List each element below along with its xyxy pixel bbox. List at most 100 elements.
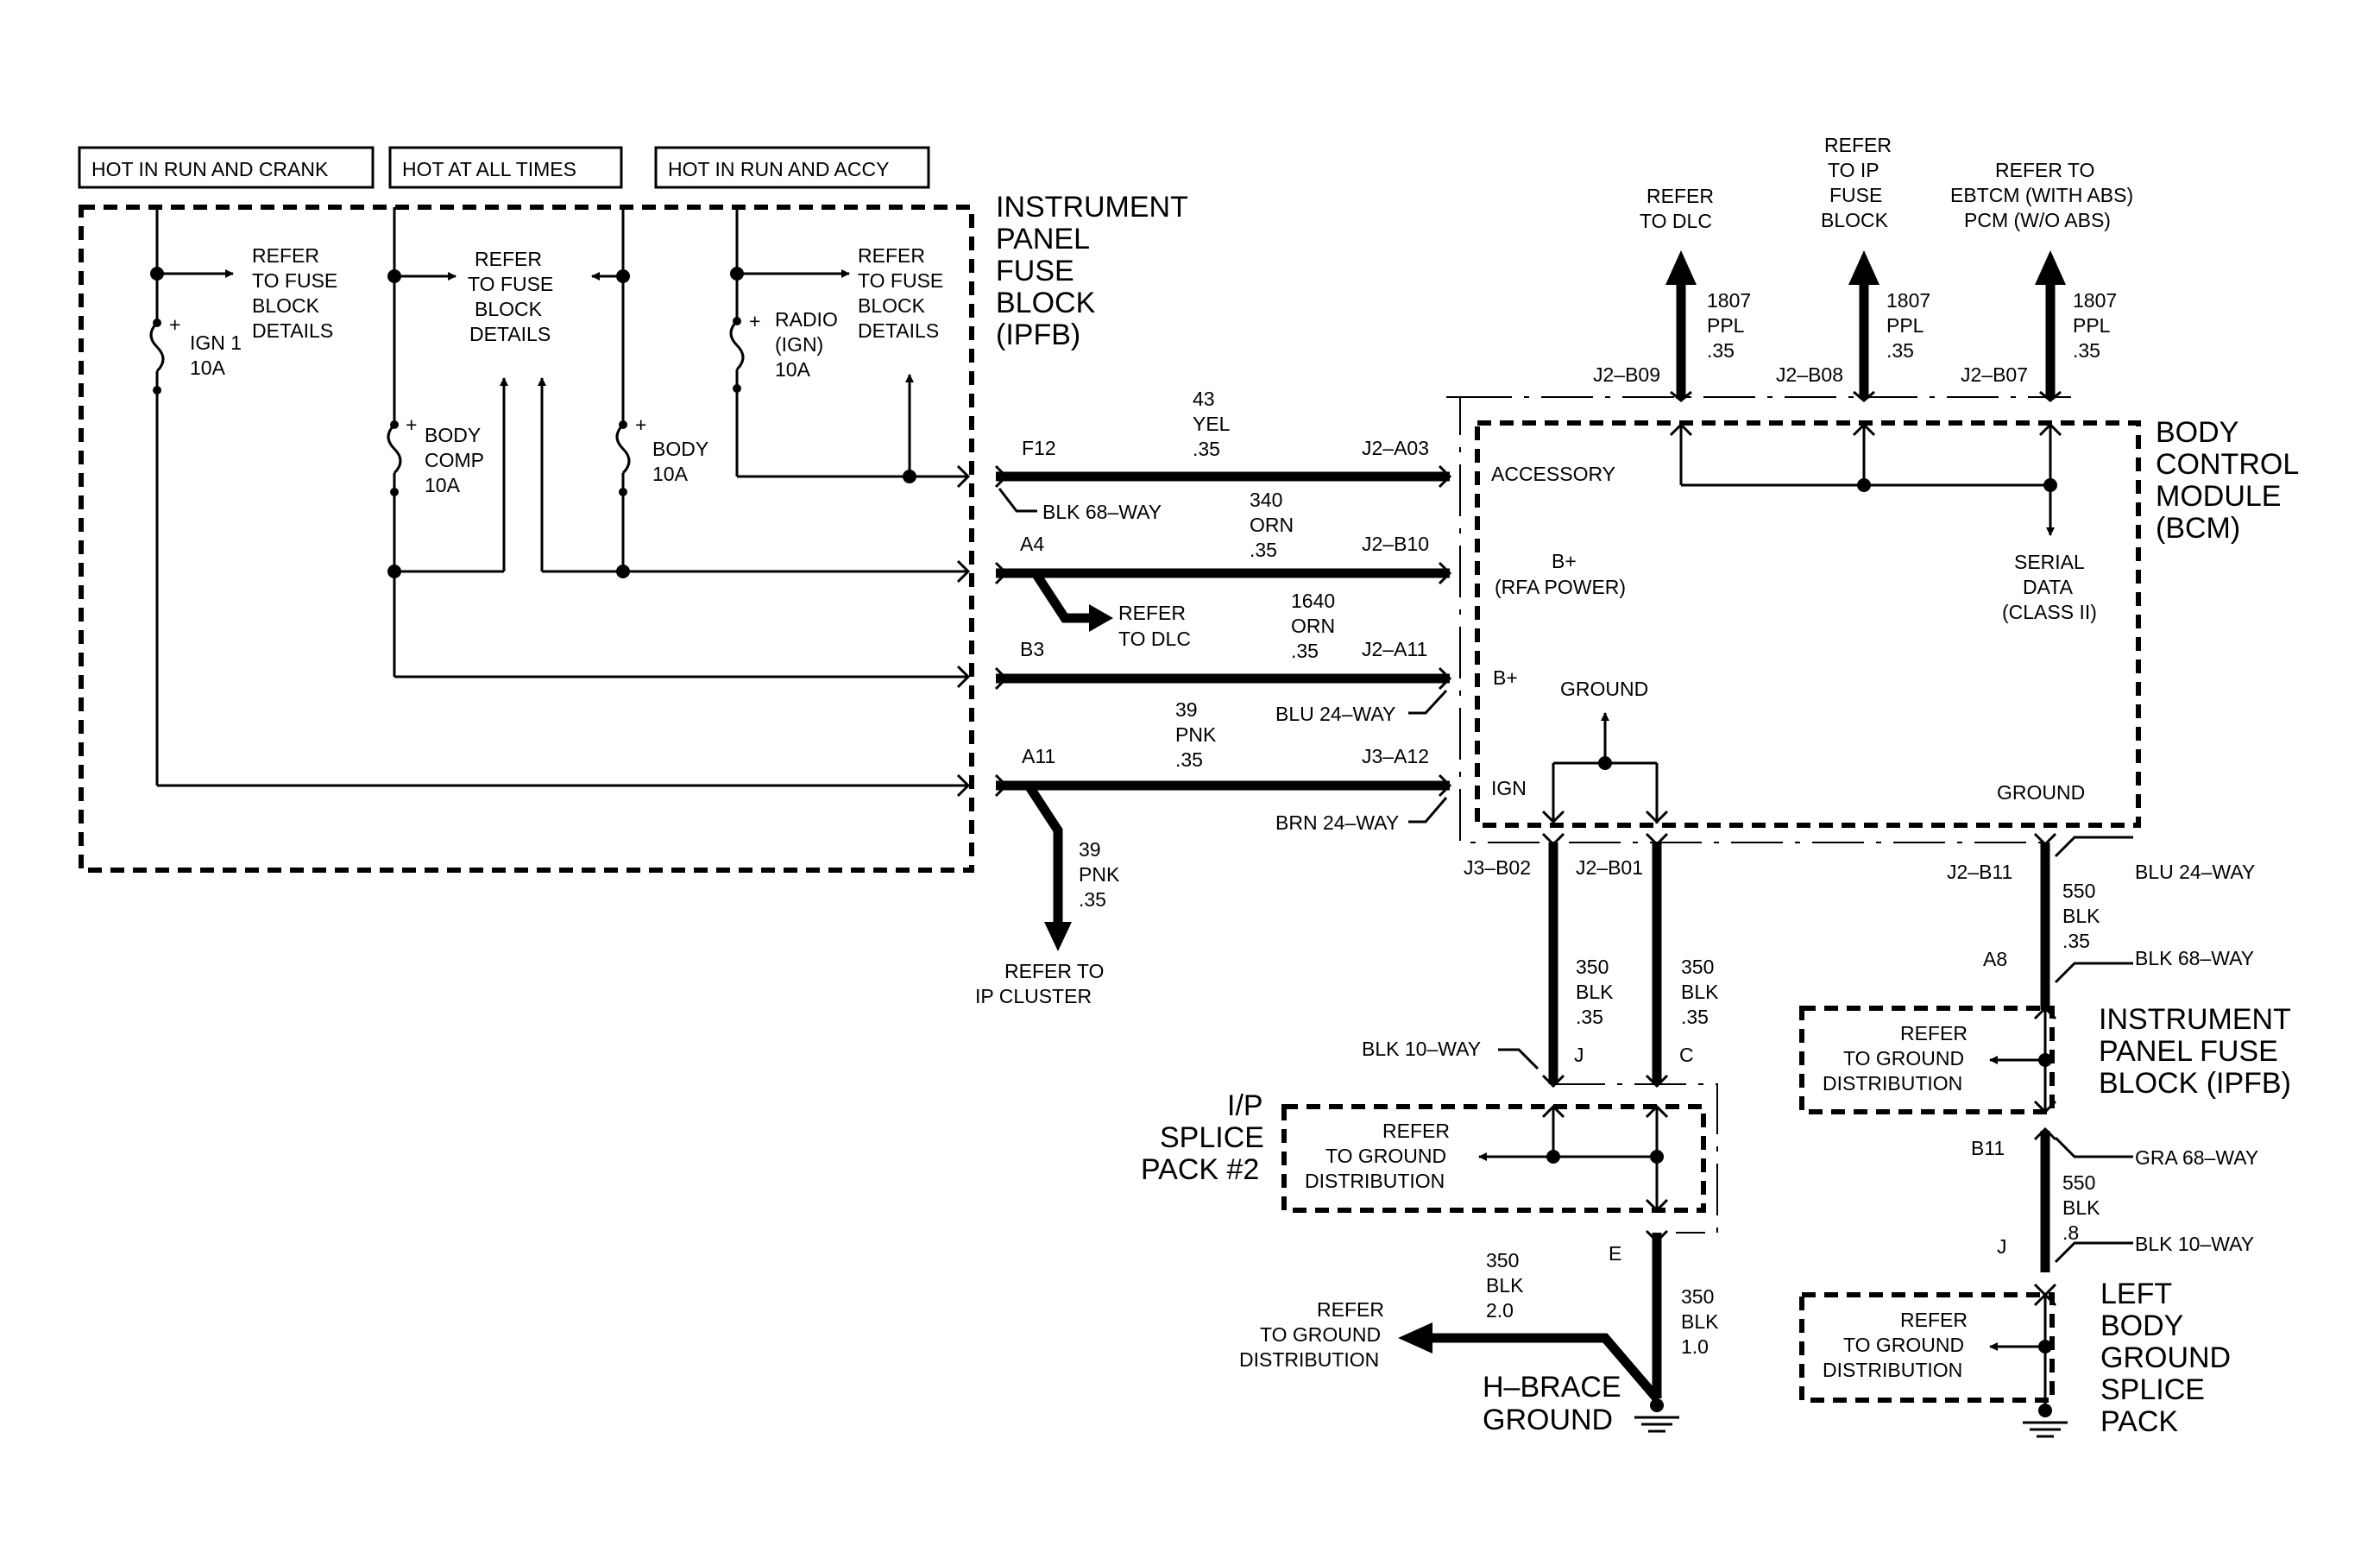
svg-text:IP CLUSTER: IP CLUSTER (975, 985, 1092, 1007)
bcm-pin-bplus-rfa: B+ (RFA POWER) (1495, 550, 1626, 598)
wire-43-yel: F12 43 YEL .35 J2–A03 (994, 388, 1452, 489)
svg-text:BLU 24–WAY: BLU 24–WAY (1275, 703, 1395, 725)
svg-text:SERIAL: SERIAL (2014, 551, 2085, 573)
svg-text:TO DLC: TO DLC (1118, 628, 1191, 650)
svg-text:PNK: PNK (1175, 723, 1217, 746)
svg-text:+: + (635, 413, 646, 436)
svg-text:J2–B07: J2–B07 (1961, 363, 2028, 386)
svg-text:GROUND: GROUND (1483, 1404, 1613, 1436)
svg-text:J3–B02: J3–B02 (1464, 856, 1531, 879)
bcm-internal-ground: GROUND (1541, 678, 1669, 824)
svg-text:B11: B11 (1971, 1137, 2005, 1159)
svg-text:+: + (406, 413, 417, 436)
svg-text:REFER: REFER (1118, 602, 1186, 624)
svg-text:DISTRIBUTION: DISTRIBUTION (1823, 1072, 1962, 1095)
svg-text:1807: 1807 (1707, 289, 1751, 312)
svg-text:.35: .35 (1681, 1006, 1709, 1028)
wire-350-blk-j2b01: J2–B01 350 BLK .35 C (1576, 832, 1719, 1084)
power-status-header-run-crank: HOT IN RUN AND CRANK (78, 146, 375, 189)
svg-text:BLOCK (IPFB): BLOCK (IPFB) (2099, 1067, 2291, 1100)
svg-text:1640: 1640 (1291, 590, 1335, 612)
svg-text:REFER: REFER (475, 248, 542, 270)
svg-text:A8: A8 (1983, 948, 2007, 970)
lbgsp-boundary (1799, 1292, 2055, 1403)
svg-text:INSTRUMENT: INSTRUMENT (2099, 1003, 2291, 1036)
svg-text:.35: .35 (1175, 748, 1203, 771)
svg-text:.35: .35 (2062, 930, 2090, 952)
label-hot-run-crank: HOT IN RUN AND CRANK (91, 158, 329, 180)
svg-text:PANEL FUSE: PANEL FUSE (2099, 1035, 2278, 1068)
h-brace-ground: H–BRACE GROUND (1483, 1371, 1679, 1436)
svg-text:DETAILS: DETAILS (469, 323, 551, 345)
connector-blk-68way-right: BLK 68–WAY (2054, 947, 2254, 984)
svg-text:PACK #2: PACK #2 (1141, 1153, 1259, 1186)
bcm-pin-ign: IGN (1491, 777, 1527, 799)
svg-text:+: + (169, 313, 180, 336)
svg-text:REFER: REFER (858, 244, 925, 267)
fuse-symbol-radio (729, 319, 745, 371)
svg-text:MODULE: MODULE (2156, 480, 2281, 513)
svg-text:DETAILS: DETAILS (252, 319, 333, 342)
label-hot-all-times: HOT AT ALL TIMES (402, 158, 576, 180)
refer-fuse-block-details-3: REFER TO FUSE BLOCK DETAILS (858, 244, 943, 342)
svg-text:BODY: BODY (652, 438, 708, 460)
svg-text:H–BRACE: H–BRACE (1483, 1371, 1621, 1404)
svg-text:TO IP: TO IP (1828, 159, 1879, 181)
svg-text:E: E (1609, 1242, 1621, 1265)
svg-text:LEFT: LEFT (2100, 1278, 2172, 1310)
svg-text:GRA 68–WAY: GRA 68–WAY (2135, 1146, 2258, 1169)
svg-text:1.0: 1.0 (1681, 1335, 1709, 1358)
svg-text:J: J (1997, 1235, 2007, 1258)
svg-text:A4: A4 (1020, 533, 1044, 555)
svg-text:350: 350 (1681, 956, 1714, 978)
svg-text:(RFA POWER): (RFA POWER) (1495, 576, 1626, 598)
label-hot-run-accy: HOT IN RUN AND ACCY (668, 158, 889, 180)
svg-text:YEL: YEL (1193, 413, 1231, 435)
svg-text:BODY: BODY (2100, 1309, 2183, 1342)
svg-text:BLU 24–WAY: BLU 24–WAY (2135, 861, 2255, 883)
bcm-dashed-boundary (1475, 420, 2141, 828)
fuse-symbol-body (615, 423, 631, 475)
svg-text:(BCM): (BCM) (2156, 512, 2240, 545)
svg-text:J2–B10: J2–B10 (1362, 533, 1429, 555)
svg-text:REFER: REFER (252, 244, 319, 267)
svg-text:10A: 10A (425, 474, 461, 496)
svg-text:INSTRUMENT: INSTRUMENT (996, 191, 1188, 224)
svg-text:340: 340 (1250, 489, 1282, 511)
svg-text:550: 550 (2062, 1171, 2095, 1194)
svg-text:TO FUSE: TO FUSE (468, 273, 553, 295)
svg-text:1807: 1807 (1886, 289, 1930, 312)
bcm-pin-ground: GROUND (1997, 781, 2085, 804)
svg-text:BLK 10–WAY: BLK 10–WAY (2135, 1233, 2254, 1255)
svg-text:10A: 10A (775, 358, 811, 381)
bcm-serial-data: SERIAL DATA (CLASS II) (2002, 551, 2097, 623)
svg-text:.35: .35 (1886, 339, 1914, 362)
svg-text:DATA: DATA (2023, 576, 2074, 598)
svg-text:BLOCK: BLOCK (996, 287, 1096, 319)
svg-text:RADIO: RADIO (775, 308, 838, 331)
ip-splice-pack-2-internal: REFER TO GROUND DISTRIBUTION (1305, 1104, 1669, 1213)
svg-text:B+: B+ (1552, 550, 1577, 572)
svg-text:FUSE: FUSE (996, 255, 1074, 287)
svg-text:550: 550 (2062, 880, 2095, 902)
ipfb-title: INSTRUMENT PANEL FUSE BLOCK (IPFB) (996, 191, 1188, 351)
svg-text:.35: .35 (1707, 339, 1735, 362)
svg-text:DETAILS: DETAILS (858, 319, 939, 342)
svg-text:ORN: ORN (1291, 615, 1335, 637)
wire-1807-ip-fuse-block: REFER TO IP FUSE BLOCK 1807 PPL .35 J2–B… (1776, 134, 1930, 402)
svg-text:TO GROUND: TO GROUND (1325, 1145, 1446, 1167)
svg-text:.35: .35 (1291, 640, 1319, 662)
connector-gra-68way: GRA 68–WAY (2054, 1136, 2258, 1169)
svg-text:39: 39 (1079, 838, 1101, 861)
svg-text:J2–A03: J2–A03 (1362, 437, 1429, 459)
svg-text:(CLASS II): (CLASS II) (2002, 601, 2097, 623)
svg-text:BRN 24–WAY: BRN 24–WAY (1275, 811, 1399, 834)
svg-text:BLK: BLK (1486, 1274, 1524, 1297)
refer-fuse-block-details-1: REFER TO FUSE BLOCK DETAILS (252, 244, 337, 342)
svg-text:PANEL: PANEL (996, 223, 1090, 256)
svg-text:.35: .35 (1193, 438, 1220, 460)
wire-550-blk-8: B11 550 BLK .8 J (1971, 1126, 2100, 1297)
svg-text:PPL: PPL (2073, 314, 2111, 337)
body-comp-fuse-circuit: + BODY COMP 10A (387, 207, 968, 678)
ipfb-dashed-boundary (79, 205, 974, 873)
